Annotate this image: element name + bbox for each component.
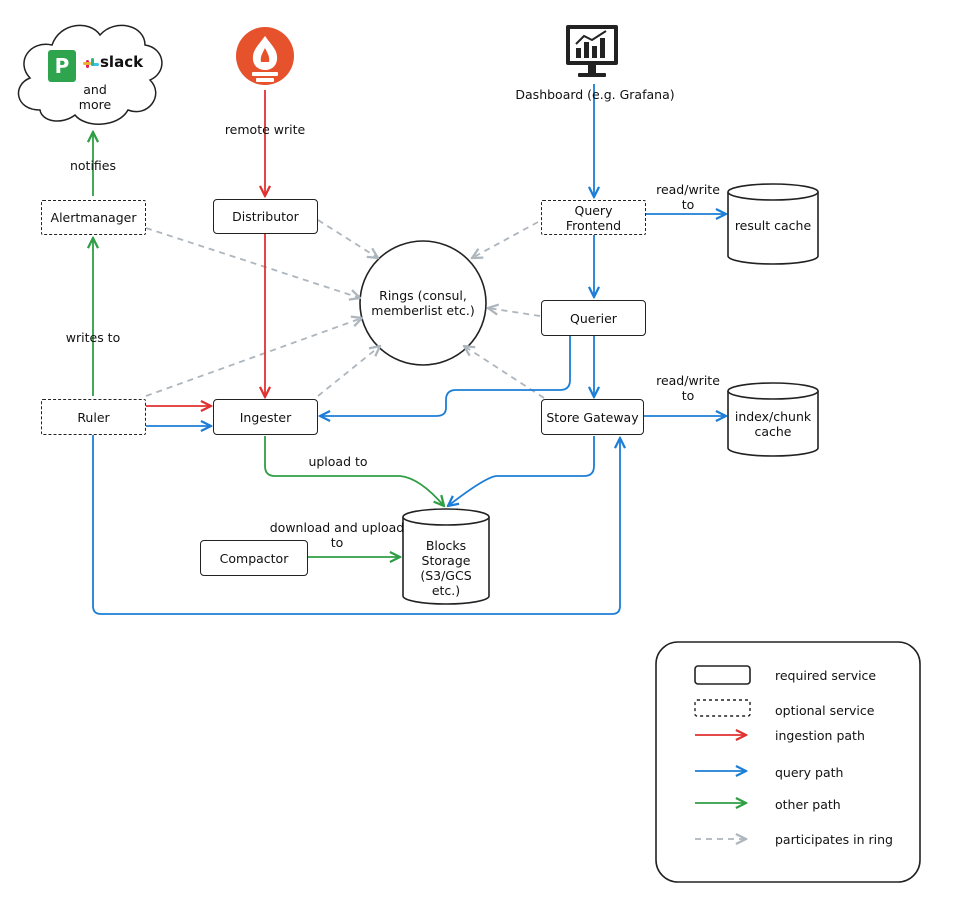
edge-ruler-ring — [145, 318, 362, 397]
query-edges — [92, 84, 726, 615]
legend-required-text: required service — [775, 668, 877, 683]
pagerduty-letter: P — [54, 54, 70, 78]
index-chunk-cache-cylinder — [727, 382, 819, 457]
notifies-label: notifies — [69, 158, 117, 173]
store-gateway-node: Store Gateway — [541, 399, 644, 435]
edge-query-frontend-ring — [472, 221, 539, 258]
rings-circle-shape — [359, 240, 487, 366]
result-cache-cylinder — [727, 183, 819, 265]
read-write-result-label: read/write to — [656, 182, 720, 212]
dashboard-monitor-icon — [566, 25, 618, 77]
upload-to-label: upload to — [308, 454, 368, 469]
distributor-node: Distributor — [213, 199, 318, 234]
cloud-more-text: and more — [78, 82, 112, 112]
remote-write-label: remote write — [224, 122, 306, 137]
read-write-index-label: read/write to — [656, 373, 720, 403]
edge-ingester-ring — [317, 346, 380, 397]
legend-ring-text: participates in ring — [775, 832, 893, 847]
compactor-node: Compactor — [200, 540, 308, 576]
edge-querier-ingester — [320, 336, 571, 416]
legend-query-text: query path — [775, 765, 844, 780]
legend-required-swatch — [694, 665, 751, 685]
writes-to-label: writes to — [65, 330, 121, 345]
index-chunk-cache-label: index/chunk cache — [734, 409, 812, 439]
edge-alertmanager-ring — [145, 227, 360, 298]
rings-label: Rings (consul, memberlist etc.) — [371, 288, 475, 318]
edge-ingester-blocks — [264, 436, 444, 506]
edge-querier-ring — [488, 308, 541, 317]
legend-other-text: other path — [775, 797, 841, 812]
legend-ingestion-text: ingestion path — [775, 728, 865, 743]
alertmanager-node: Alertmanager — [41, 200, 146, 235]
slack-logo-text: slack — [100, 53, 144, 71]
other-edges — [93, 132, 444, 557]
prometheus-logo-icon — [236, 27, 294, 85]
dashboard-label: Dashboard (e.g. Grafana) — [515, 87, 675, 102]
ingester-node: Ingester — [213, 399, 318, 435]
legend-optional-text: optional service — [775, 703, 875, 718]
query-frontend-node: Query Frontend — [541, 200, 646, 235]
edge-ruler-store-gateway — [92, 435, 620, 615]
edge-distributor-ring — [317, 219, 378, 258]
slack-logo-icon — [83, 58, 99, 68]
blocks-storage-label: Blocks Storage (S3/GCS etc.) — [420, 538, 472, 598]
edge-store-gateway-blocks — [448, 436, 595, 506]
result-cache-label: result cache — [734, 217, 812, 233]
ruler-node: Ruler — [41, 399, 146, 435]
ring-edges — [145, 219, 545, 399]
ingestion-edges — [146, 90, 265, 406]
blocks-storage-cylinder — [402, 508, 490, 605]
download-upload-label: download and upload to — [269, 520, 405, 550]
legend-optional-swatch — [694, 699, 751, 717]
pagerduty-logo — [48, 50, 76, 82]
querier-node: Querier — [541, 300, 646, 336]
